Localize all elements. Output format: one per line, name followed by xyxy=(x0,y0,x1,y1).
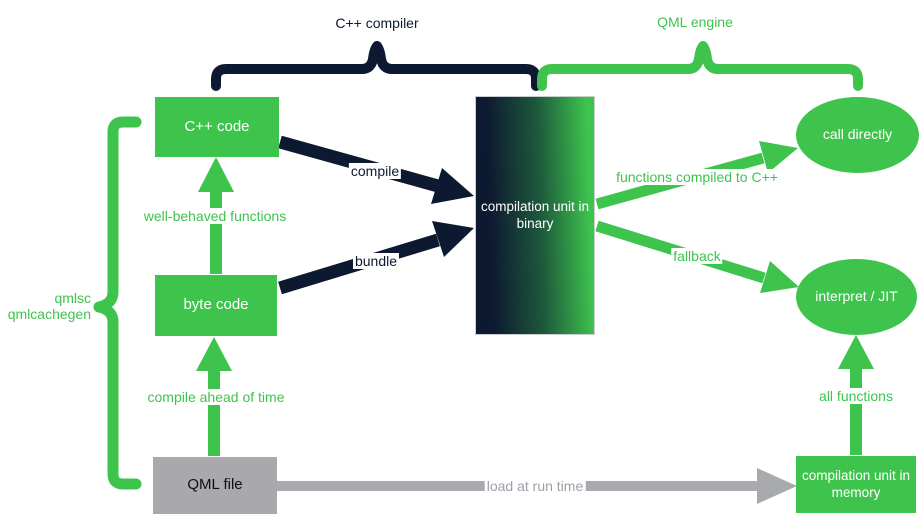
edge-label-compile-ahead: compile ahead of time xyxy=(145,389,287,405)
edge-label-all-functions: all functions xyxy=(817,388,895,404)
qmlsc-brace xyxy=(93,116,142,490)
node-call-directly: call directly xyxy=(796,97,919,173)
node-compilation-unit-binary: compilation unit in binary xyxy=(475,96,595,335)
qml-engine-title: QML engine xyxy=(657,14,733,30)
node-compilation-unit-memory: compilation unit in memory xyxy=(796,456,916,513)
edge-label-functions-compiled: functions compiled to C++ xyxy=(614,169,780,185)
cpp-compiler-title: C++ compiler xyxy=(335,15,419,31)
node-interpret-jit: interpret / JIT xyxy=(796,259,917,335)
node-byte-code: byte code xyxy=(155,275,277,336)
well-behaved-functions-arrow xyxy=(198,157,234,274)
edge-label-fallback: fallback xyxy=(671,248,723,264)
edge-label-well-behaved: well-behaved functions xyxy=(141,208,289,224)
cpp-compiler-brace xyxy=(211,41,541,91)
edge-label-bundle: bundle xyxy=(352,253,400,269)
edge-label-load-runtime: load at run time xyxy=(484,478,586,494)
qml-engine-brace xyxy=(537,41,863,91)
all-functions-arrow xyxy=(838,335,874,455)
node-cpp-code: C++ code xyxy=(155,97,279,157)
edge-label-compile: compile xyxy=(348,163,402,179)
compile-ahead-of-time-arrow xyxy=(196,337,232,456)
node-qml-file: QML file xyxy=(153,457,277,514)
qmlsc-qmlcachegen-label: qmlsc qmlcachegen xyxy=(7,289,91,322)
